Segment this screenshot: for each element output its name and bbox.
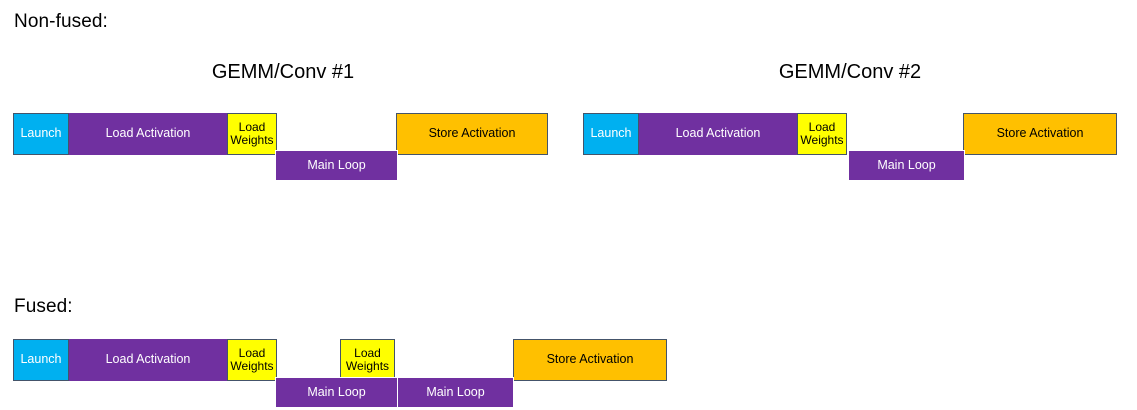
- bar-load-weights-nonfused-1[interactable]: Load Weights: [227, 113, 277, 155]
- bar-launch-fused[interactable]: Launch: [13, 339, 69, 381]
- bar-load-weights-fused-2[interactable]: Load Weights: [340, 339, 395, 381]
- bar-load-activation-nonfused-1[interactable]: Load Activation: [69, 113, 227, 155]
- bar-main-loop-fused-2[interactable]: Main Loop: [397, 377, 514, 408]
- bar-load-weights-nonfused-2[interactable]: Load Weights: [797, 113, 847, 155]
- bar-load-weights-fused-1[interactable]: Load Weights: [227, 339, 277, 381]
- block-title-gemm-conv-2: GEMM/Conv #2: [778, 61, 922, 83]
- bar-load-activation-fused[interactable]: Load Activation: [69, 339, 227, 381]
- bar-store-activation-nonfused-1[interactable]: Store Activation: [396, 113, 548, 155]
- bar-store-activation-fused[interactable]: Store Activation: [513, 339, 667, 381]
- bar-main-loop-nonfused-2[interactable]: Main Loop: [848, 150, 965, 181]
- bar-main-loop-nonfused-1[interactable]: Main Loop: [275, 150, 398, 181]
- bar-launch-nonfused-1[interactable]: Launch: [13, 113, 69, 155]
- bar-store-activation-nonfused-2[interactable]: Store Activation: [963, 113, 1117, 155]
- bar-main-loop-fused-1[interactable]: Main Loop: [275, 377, 398, 408]
- bar-launch-nonfused-2[interactable]: Launch: [583, 113, 639, 155]
- section-label-non-fused: Non-fused:: [14, 11, 108, 32]
- bar-load-activation-nonfused-2[interactable]: Load Activation: [639, 113, 797, 155]
- section-label-fused: Fused:: [14, 296, 73, 317]
- block-title-gemm-conv-1: GEMM/Conv #1: [211, 61, 355, 83]
